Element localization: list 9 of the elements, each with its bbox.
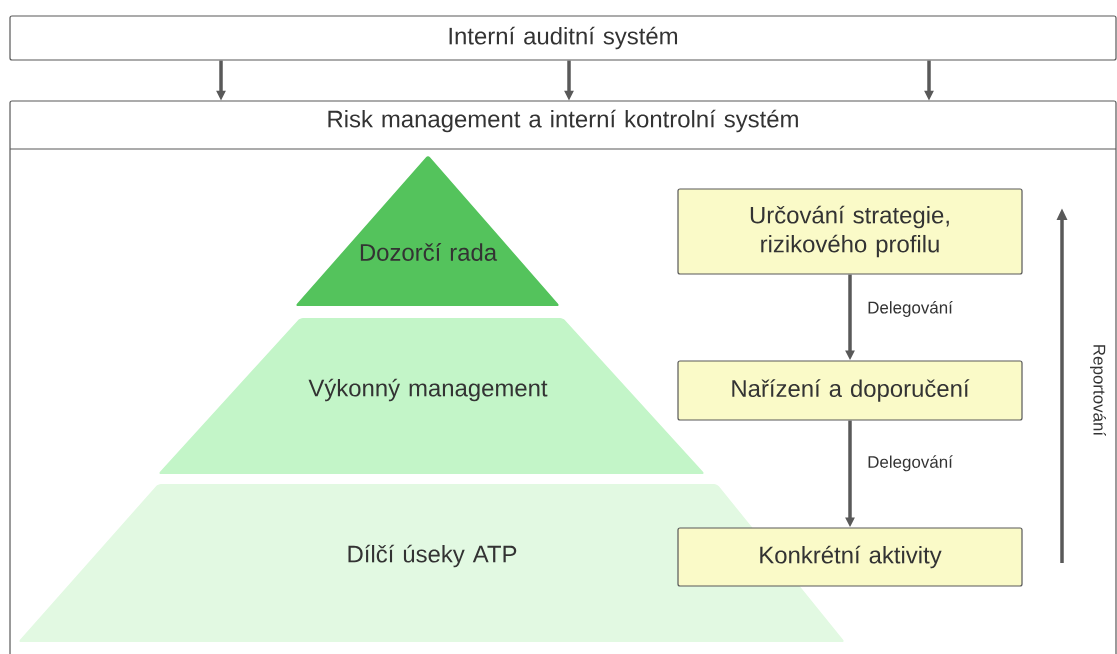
header-box: Interní auditní systém <box>9 15 1117 61</box>
process-box: Určování strategie, rizikového profilu <box>677 188 1023 275</box>
edge-label: Delegování <box>865 298 955 319</box>
pyramid-level: Dozorčí rada <box>296 156 559 306</box>
pyramid-level: Výkonný management <box>159 318 704 474</box>
process-box: Konkrétní aktivity <box>677 527 1023 587</box>
side-label: Reportování <box>1090 345 1106 437</box>
process-box: Nařízení a doporučení <box>677 360 1023 421</box>
edge-label: Delegování <box>865 453 955 474</box>
